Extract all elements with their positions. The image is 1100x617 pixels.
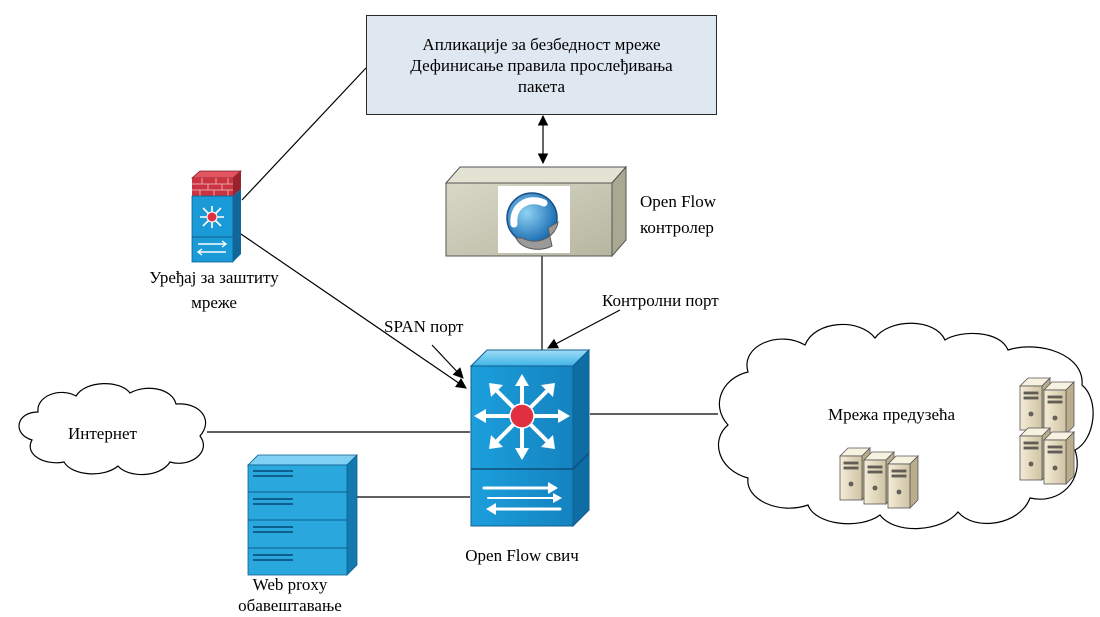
enterprise-network-label: Мрежа предузећа bbox=[828, 405, 956, 424]
app-box-line-2: Дефинисање правила прослеђивања bbox=[410, 55, 673, 75]
switch-label: Open Flow свич bbox=[465, 546, 579, 565]
enterprise-cloud-icon bbox=[718, 322, 1094, 530]
protection-device-label-line-1: Уређај за заштиту bbox=[149, 268, 279, 287]
multilayer-switch-icon bbox=[469, 348, 591, 528]
internet-cloud-icon bbox=[18, 383, 206, 476]
openflow-controller-device bbox=[444, 165, 628, 258]
app-box-line-1: Апликације за безбедност мреже bbox=[422, 34, 661, 54]
span-port-label: SPAN порт bbox=[384, 317, 464, 336]
openflow-logo-icon bbox=[506, 192, 559, 250]
firewall-router-icon bbox=[190, 170, 243, 263]
control-port-label: Контролни порт bbox=[602, 291, 719, 310]
internet-label: Интернет bbox=[68, 424, 137, 443]
protection-device-label-line-2: мреже bbox=[191, 293, 237, 312]
controller-label-line-2: контролер bbox=[640, 218, 714, 237]
web-proxy-label-line-2: обавештавање bbox=[238, 596, 342, 615]
security-applications-box: Апликације за безбедност мреже Дефинисањ… bbox=[366, 15, 717, 115]
server-rack-icon bbox=[247, 454, 358, 576]
connection-lines bbox=[207, 67, 718, 498]
app-box-line-3: пакета bbox=[517, 76, 566, 96]
controller-label-line-1: Open Flow bbox=[640, 192, 717, 211]
tower-server-icon bbox=[839, 377, 1075, 509]
web-proxy-label-line-1: Web proxy bbox=[252, 575, 328, 594]
